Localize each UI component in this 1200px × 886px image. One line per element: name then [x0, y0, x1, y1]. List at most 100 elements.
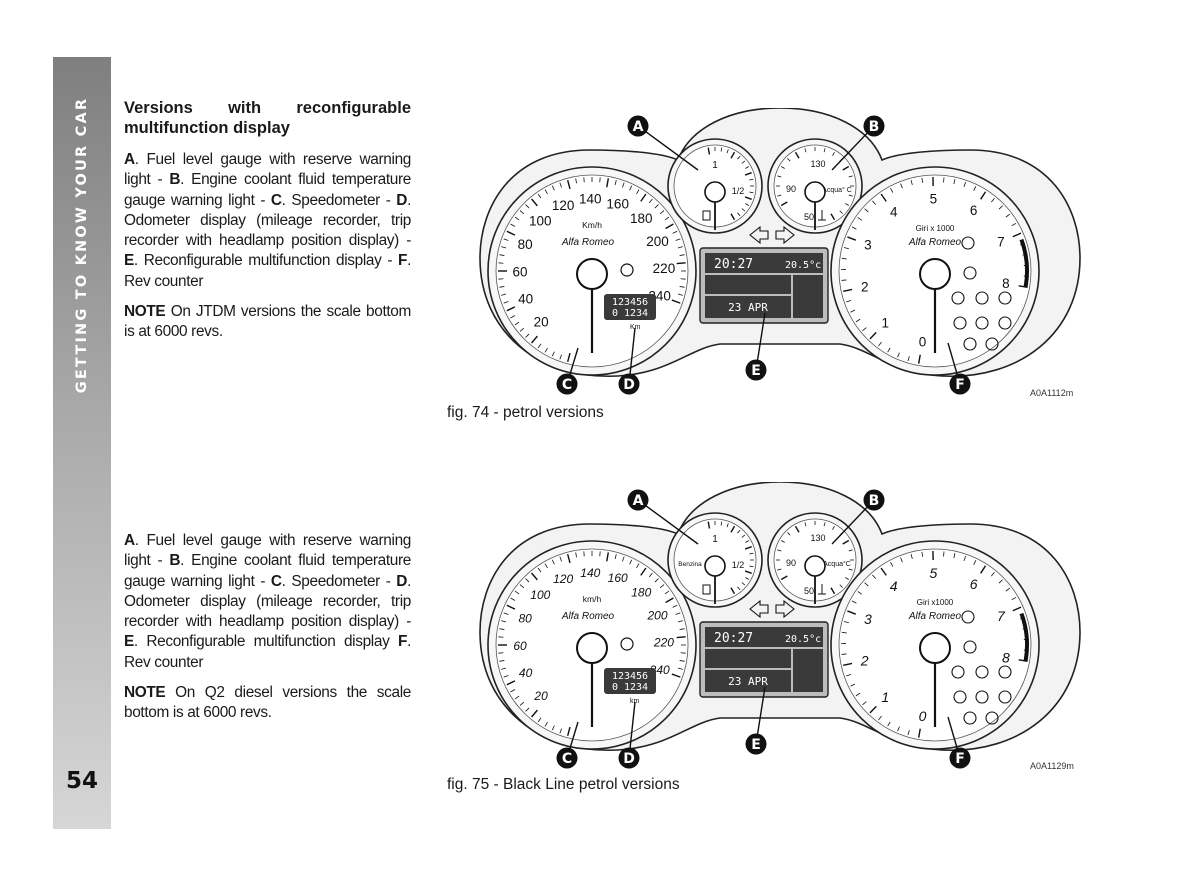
scale-tick	[851, 226, 857, 230]
legend-letter: A	[124, 532, 135, 549]
scale-label: 140	[579, 192, 602, 207]
scale-tick	[544, 347, 548, 353]
scale-tick	[640, 193, 647, 202]
scale-tick	[566, 554, 571, 564]
scale-tick	[973, 186, 977, 192]
scale-tick	[1011, 222, 1017, 227]
callout-letter: E	[751, 737, 761, 753]
coolant-temperature-icon	[818, 584, 826, 595]
callout-badge	[949, 373, 971, 395]
scale-tick	[980, 191, 987, 200]
scale-tick	[843, 621, 849, 624]
scale-tick	[794, 151, 800, 159]
legend-text: . Odometer display (mileage recorder, tr…	[124, 572, 411, 631]
figure-code: A0A1129m	[1030, 761, 1074, 771]
legend-text: . Speedometer -	[281, 191, 397, 209]
scale-label: 2	[861, 279, 869, 294]
scale-label: 140	[580, 566, 600, 580]
fuel-gauge: 11/2	[667, 138, 763, 234]
scale-tick	[551, 559, 555, 565]
scale-tick	[855, 318, 861, 323]
scale-tick	[857, 591, 863, 595]
scale-tick	[841, 631, 847, 634]
right-turn-indicator-icon	[775, 225, 795, 245]
fuel-gauge-hub	[704, 181, 726, 203]
scale-tick	[514, 695, 520, 700]
scale-tick	[842, 539, 850, 545]
scale-tick	[503, 675, 509, 678]
scale-tick	[730, 525, 736, 533]
legend-letter: A	[124, 151, 135, 168]
scale-label: 1	[881, 689, 889, 705]
left-turn-indicator-icon	[749, 225, 769, 245]
brand-logo: Alfa Romeo	[561, 611, 615, 622]
callout-letter: E	[751, 363, 761, 379]
scale-tick	[506, 680, 516, 686]
section-heading: Versions with reconfigurable multifuncti…	[124, 99, 411, 137]
coolant-temperature-icon	[818, 210, 826, 221]
legend-letter: F	[398, 633, 408, 651]
scale-tick	[525, 333, 530, 338]
scale-tick	[531, 572, 538, 581]
callout-letter: A	[633, 493, 644, 509]
scale-tick	[846, 673, 852, 677]
abs-warning-icon	[951, 291, 965, 305]
scale-tick	[606, 552, 610, 562]
scale-tick	[559, 354, 562, 360]
airbag-warning-icon	[985, 711, 999, 725]
scale-tick	[510, 597, 516, 601]
scale-tick	[832, 152, 835, 156]
scale-tick	[664, 590, 670, 595]
cruise-warning-icon	[620, 637, 634, 651]
scale-tick	[869, 331, 877, 340]
section-versions-reconfigurable: Versions with reconfigurable multifuncti…	[124, 98, 411, 343]
page-number: 54	[65, 768, 98, 794]
temp-gauge-hub	[804, 555, 826, 577]
scale-tick	[737, 586, 741, 591]
display-clock: 20:27	[714, 257, 753, 272]
scale-tick	[566, 180, 571, 190]
note-paragraph: NOTE On JTDM versions the scale bottom i…	[124, 302, 411, 343]
hazard-warning-icon	[975, 665, 989, 679]
scale-label: 8	[1002, 649, 1010, 665]
callout-letter: B	[869, 493, 880, 509]
scale-tick	[559, 556, 562, 562]
scale-tick	[741, 160, 746, 164]
scale-tick	[726, 149, 729, 154]
scale-label: 100	[530, 588, 550, 602]
legend-paragraph: A. Fuel level gauge with reserve warning…	[124, 531, 411, 673]
rev-counter-redline	[1019, 612, 1029, 662]
odometer-display	[604, 668, 656, 694]
scale-tick	[730, 151, 736, 159]
rev-counter-hub	[919, 258, 951, 290]
scale-tick	[907, 730, 910, 736]
scale-label: 160	[606, 196, 629, 211]
callout-badge	[863, 115, 885, 137]
scale-tick	[665, 223, 674, 230]
scale-tick	[622, 556, 625, 562]
scale-tick	[842, 165, 850, 171]
scale-tick	[510, 689, 516, 693]
scale-tick	[741, 208, 746, 212]
legend-text: . Rev counter	[124, 252, 411, 290]
note-label: NOTE	[124, 303, 166, 321]
scale-tick	[514, 321, 520, 326]
scale-tick	[676, 636, 686, 639]
callout-badge	[627, 489, 649, 511]
note-text: On JTDM versions the scale bottom is at …	[124, 303, 411, 341]
callout-badge	[618, 373, 640, 395]
scale-tick	[880, 567, 887, 576]
display-bottom-row	[705, 296, 791, 318]
scale-tick	[998, 205, 1003, 210]
legend-text: . Reconfigurable multifunction display	[133, 633, 398, 651]
scale-tick	[804, 148, 807, 153]
scale-tick	[677, 667, 683, 670]
scale-tick	[503, 612, 509, 615]
scale-tick	[787, 158, 791, 162]
fuel-label-half: 1/2	[732, 560, 745, 570]
scale-tick	[675, 612, 681, 615]
scale-tick	[953, 179, 956, 185]
